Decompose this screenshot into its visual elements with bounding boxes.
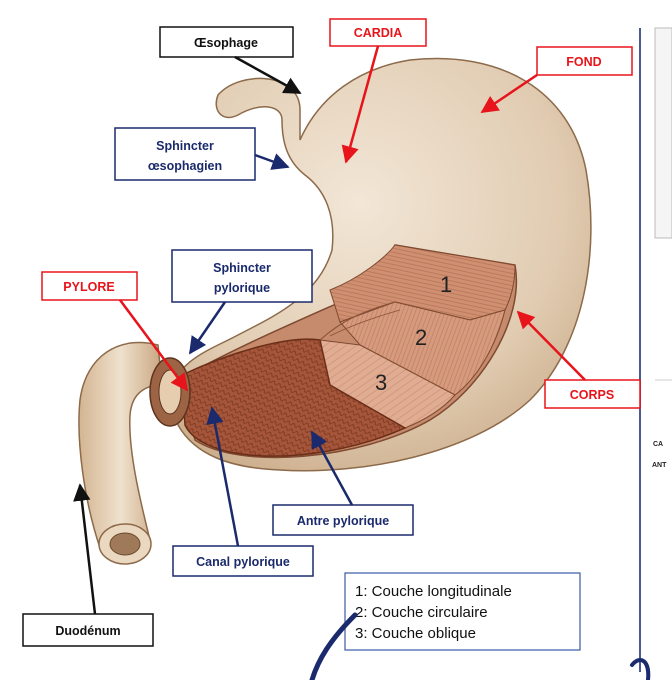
pylore-arrow [118,299,189,392]
side-panel [654,27,672,239]
muscle-layers [177,244,518,459]
pylore-box [41,271,138,301]
antre-box [272,504,414,536]
canal-arrow [206,406,240,547]
canal-label: Canal pylorique [196,555,290,569]
legend-box [344,572,581,651]
corps-label: CORPS [570,388,614,402]
oesophage-box [159,26,294,58]
duodenum-organ [78,341,163,565]
layer-number-2: 2 [415,325,427,350]
layer-number-1: 1 [440,272,452,297]
sphincter-oesophagien-label-2: œsophagien [148,159,222,173]
sphincter-oesophagien-arrow [254,153,290,170]
layer-number-3: 3 [375,370,387,395]
edge-text-1: CA [653,441,663,448]
pylore-label: PYLORE [63,280,114,294]
corps-box [544,379,641,409]
legend: 1: Couche longitudinale 2: Couche circul… [344,572,581,651]
legend-line-2: 2: Couche circulaire [355,604,488,621]
sphincter-pylorique-label-1: Sphincter [213,261,271,275]
oesophage-arrow [234,55,302,95]
duodenum-box [22,613,154,647]
corps-arrow [516,310,586,381]
brush-stroke-2 [630,658,651,680]
fond-arrow [480,73,538,114]
fond-label: FOND [566,55,601,69]
antre-arrow [310,430,354,506]
sphincter-pylorique-box [171,249,313,303]
sphincter-pylorique-arrow [188,301,227,355]
sphincter-oesophagien-label-1: Sphincter [156,139,214,153]
sphincter-pylorique-label-2: pylorique [214,281,270,295]
sphincter-oesophagien-box [114,127,256,181]
cardia-label: CARDIA [354,26,403,40]
antre-label: Antre pylorique [297,514,389,528]
duodenum-label: Duodénum [55,624,120,638]
edge-text-2: ANT [652,462,667,469]
oesophage-label: Œsophage [194,36,258,50]
brush-stroke-1 [309,612,358,680]
fond-box [536,46,633,76]
duodenum-arrow [73,483,97,615]
canal-box [172,545,314,577]
legend-line-1: 1: Couche longitudinale [355,583,512,600]
cardia-arrow [341,45,380,164]
legend-line-3: 3: Couche oblique [355,625,476,642]
